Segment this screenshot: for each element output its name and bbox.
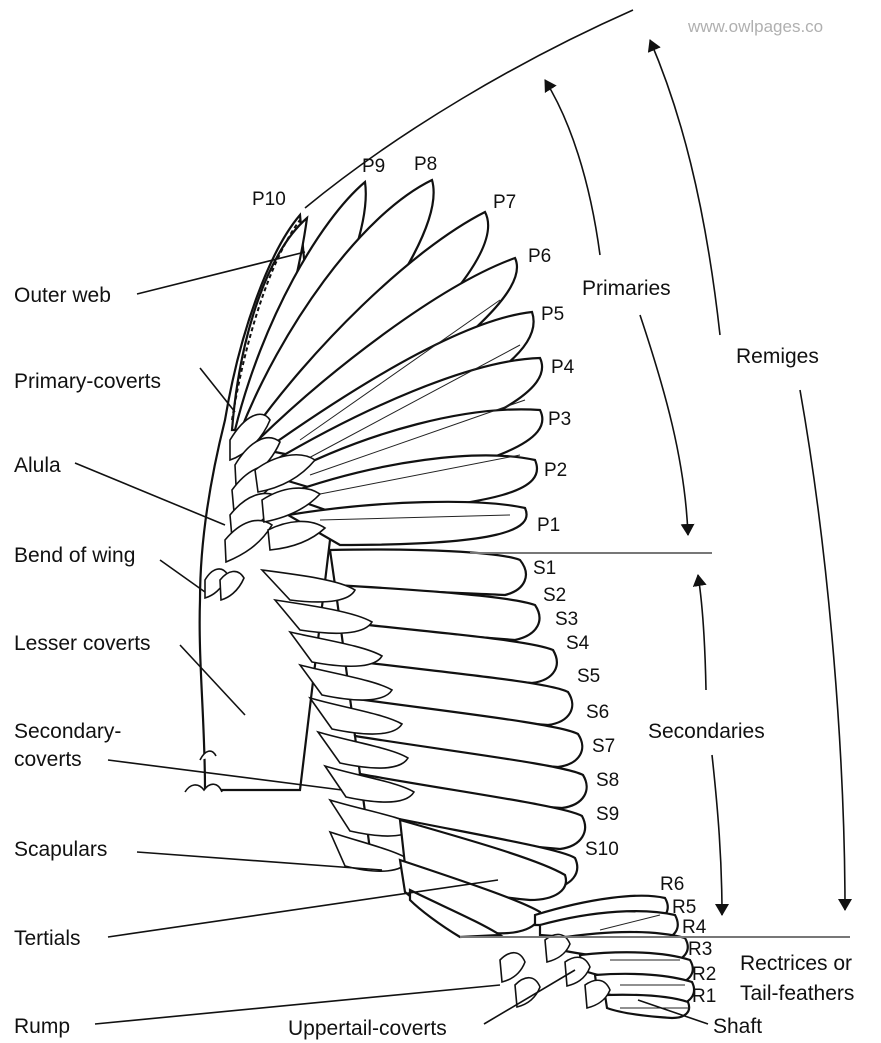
- remiges-arrow-bottom: [800, 390, 845, 910]
- secondary-label-s5: S5: [577, 666, 600, 687]
- primary-label-p6: P6: [528, 246, 551, 267]
- secondary-label-s2: S2: [543, 585, 566, 606]
- label-rectrices-line2: Tail-feathers: [740, 982, 854, 1005]
- label-scapulars: Scapulars: [14, 838, 107, 861]
- label-secondaries: Secondaries: [648, 720, 765, 743]
- label-primary-coverts: Primary-coverts: [14, 370, 161, 393]
- primary-label-p10: P10: [252, 189, 286, 210]
- label-remiges: Remiges: [736, 345, 819, 368]
- secondary-label-s6: S6: [586, 702, 609, 723]
- rectrix-label-r1: R1: [692, 986, 716, 1007]
- label-primaries: Primaries: [582, 277, 671, 300]
- primary-label-p2: P2: [544, 460, 567, 481]
- primary-label-p8: P8: [414, 154, 437, 175]
- secondary-label-s9: S9: [596, 804, 619, 825]
- primary-label-p3: P3: [548, 409, 571, 430]
- label-alula: Alula: [14, 454, 61, 477]
- label-rectrices-line1: Rectrices or: [740, 952, 852, 975]
- watermark: www.owlpages.co: [687, 17, 823, 36]
- secondary-label-s3: S3: [555, 609, 578, 630]
- secondaries-arrow-bottom: [712, 755, 722, 915]
- secondary-label-s1: S1: [533, 558, 556, 579]
- rectrix-label-r3: R3: [688, 939, 712, 960]
- wing-drawing: [185, 180, 694, 1018]
- label-rump: Rump: [14, 1015, 70, 1038]
- leader-alula: [75, 463, 225, 525]
- label-secondary-coverts-line2: coverts: [14, 748, 82, 771]
- secondaries-arrow-top: [698, 575, 706, 690]
- label-secondary-coverts-line1: Secondary-: [14, 720, 121, 743]
- rectrix-label-r5: R5: [672, 897, 696, 918]
- remiges-outer-arc: [305, 10, 633, 208]
- primary-label-p9: P9: [362, 156, 385, 177]
- label-outer-web: Outer web: [14, 284, 111, 307]
- leader-bend-of-wing: [160, 560, 205, 592]
- primary-label-p1: P1: [537, 515, 560, 536]
- primaries-arrow-bottom: [640, 315, 688, 535]
- rectrix-label-r6: R6: [660, 874, 684, 895]
- rectrix-label-r4: R4: [682, 917, 707, 938]
- label-uppertail-coverts: Uppertail-coverts: [288, 1017, 447, 1040]
- label-bend-of-wing: Bend of wing: [14, 544, 135, 567]
- primary-label-p7: P7: [493, 192, 516, 213]
- rectrix-label-r2: R2: [692, 964, 716, 985]
- secondary-label-s10: S10: [585, 839, 619, 860]
- primaries-arrow-top: [545, 80, 600, 255]
- secondary-label-s7: S7: [592, 736, 615, 757]
- label-tertials: Tertials: [14, 927, 81, 950]
- label-shaft: Shaft: [713, 1015, 762, 1038]
- primary-label-p4: P4: [551, 357, 575, 378]
- secondary-label-s4: S4: [566, 633, 590, 654]
- secondary-label-s8: S8: [596, 770, 619, 791]
- label-lesser-coverts: Lesser coverts: [14, 632, 151, 655]
- primary-label-p5: P5: [541, 304, 564, 325]
